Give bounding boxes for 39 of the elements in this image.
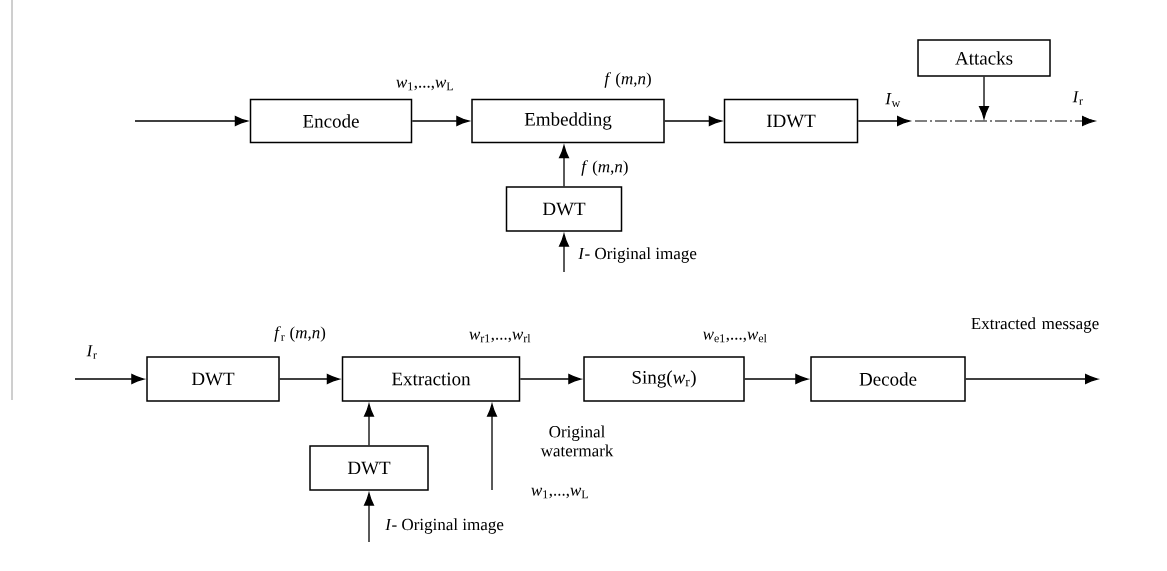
arrow [279, 373, 340, 385]
edge-label: w$_{r1}$,...,w$_{rl}$ [469, 331, 531, 343]
arrow [965, 373, 1098, 385]
process-box: Extraction [341, 356, 521, 402]
process-box: Attacks [917, 39, 1051, 77]
arrow [364, 403, 375, 446]
edge-label: f$_{r}$ (m,n) [274, 326, 326, 342]
process-box: Encode [249, 98, 413, 144]
edge-label: I$_{w}$ [885, 93, 901, 107]
arrow [857, 115, 910, 127]
edge-label: w$_{1}$,...,w$_{L}$ [396, 79, 453, 91]
arrow [74, 373, 145, 385]
edge-label: w$_{e1}$,...,w$_{el}$ [703, 331, 767, 343]
edge-label: f (m,n) [581, 160, 628, 176]
arrow [979, 76, 990, 119]
edge-label: Original watermark [540, 425, 614, 457]
process-box: DWT [309, 445, 429, 491]
process-box: Embedding [471, 98, 665, 144]
process-box: DWT [505, 186, 623, 232]
arrow [487, 403, 498, 491]
edge-label: Extracted message [971, 317, 1099, 333]
annotation-label: w$_{1}$,...,w$_{L}$ [531, 487, 588, 499]
arrow [411, 115, 470, 127]
edge-label: I$_{r}$ [86, 345, 97, 359]
arrow [134, 115, 248, 127]
arrow [744, 373, 809, 385]
edge-label: I- Original image [578, 247, 697, 263]
edge-label: f (m,n) [604, 72, 651, 88]
process-box: Sing(w$_{r}$) [583, 356, 745, 402]
arrow [519, 373, 582, 385]
process-box: IDWT [723, 98, 859, 144]
process-box: DWT [146, 356, 280, 402]
process-box: Decode [810, 356, 966, 402]
edge-label: I- Original image [385, 518, 504, 534]
annotation-label: I$_{r}$ [1072, 91, 1083, 105]
arrow [559, 233, 570, 273]
arrow [559, 145, 570, 187]
arrow [364, 492, 375, 543]
arrow [664, 115, 722, 127]
